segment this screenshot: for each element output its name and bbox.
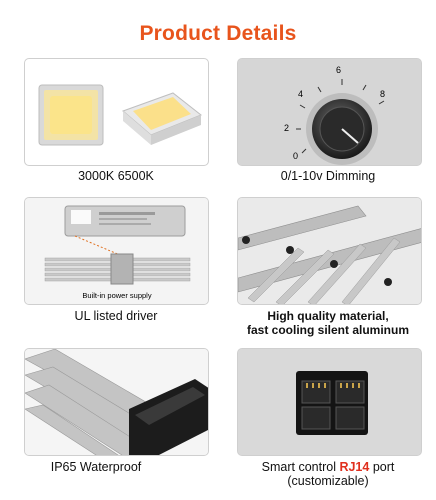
rj14-panel xyxy=(237,348,422,456)
dial-number: 4 xyxy=(298,89,303,99)
driver-panel: Built-in power supply xyxy=(24,197,209,305)
led-chips-image xyxy=(38,84,202,146)
waterproof-bar-image xyxy=(25,349,208,455)
caption-rj14-prefix: Smart control xyxy=(261,460,340,474)
led-chips-panel xyxy=(24,58,209,166)
power-supply-image: Built-in power supply xyxy=(25,198,208,304)
caption-material-line1: High quality material, xyxy=(267,309,389,323)
power-supply-label: Built-in power supply xyxy=(82,291,151,300)
dial-number: 8 xyxy=(380,89,385,99)
caption-rj14-line2: (customizable) xyxy=(287,474,369,488)
caption-rj14: Smart control RJ14 port xyxy=(228,460,428,475)
dimmer-panel: 0 2 4 6 8 xyxy=(237,58,422,166)
caption-material-line2: fast cooling silent aluminum xyxy=(246,323,410,337)
caption-rj14-suffix: port xyxy=(369,460,395,474)
aluminum-bars-image xyxy=(238,198,421,304)
caption-color-temp: 3000K 6500K xyxy=(78,169,154,183)
caption-dimming: 0/1-10v Dimming xyxy=(280,169,376,183)
rj14-port-image xyxy=(238,349,421,455)
page-title: Product Details xyxy=(139,22,297,45)
caption-waterproof: IP65 Waterproof xyxy=(50,460,142,474)
caption-rj14-highlight: RJ14 xyxy=(339,460,370,474)
caption-driver: UL listed driver xyxy=(74,309,158,323)
dial-number: 2 xyxy=(284,123,289,133)
aluminum-panel xyxy=(237,197,422,305)
dial-number: 6 xyxy=(336,65,341,75)
waterproof-panel xyxy=(24,348,209,456)
dial-number: 0 xyxy=(293,151,298,161)
dimmer-knob-image: 0 2 4 6 8 xyxy=(238,59,421,165)
